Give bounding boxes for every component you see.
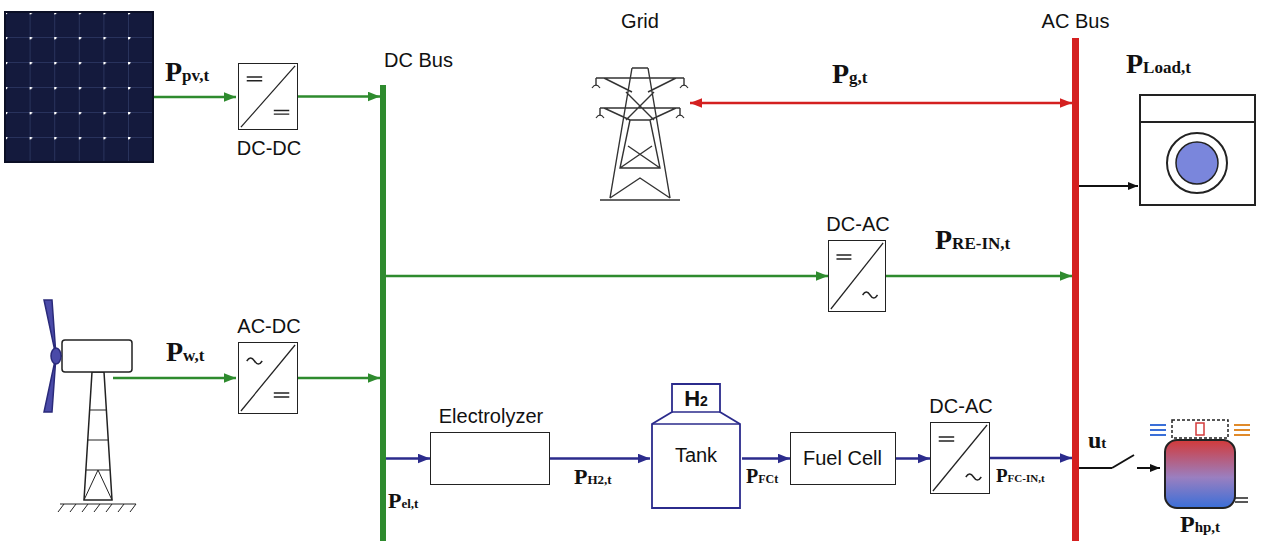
- power-flow-connector: [896, 457, 930, 460]
- hydrogen-tank: H2Tank: [650, 382, 742, 510]
- edge-label: PRE-IN,t: [935, 226, 1010, 254]
- power-flow-connector: [886, 275, 1072, 278]
- electrolyzer-box: Electrolyzer: [430, 432, 550, 485]
- node-label: Grid: [621, 10, 659, 32]
- node-label: DC-AC: [929, 395, 992, 417]
- power-flow-connector: [298, 377, 380, 380]
- edge-label: Pg,t: [832, 60, 868, 88]
- edge-label: PFC-IN,t: [996, 466, 1045, 485]
- power-label: ut: [1088, 428, 1106, 452]
- ac-dc-converter: AC-DC: [238, 342, 298, 414]
- power-label: Ppv,t: [165, 58, 209, 86]
- converter-symbol: [829, 241, 885, 311]
- power-flow-connector: [742, 457, 790, 460]
- converter-symbol: [239, 343, 297, 413]
- edge-label: Pel,t: [388, 490, 418, 512]
- node-label: AC Bus: [1042, 10, 1110, 32]
- wind-wire: [113, 377, 236, 380]
- dc-ac-inverter: DC-AC: [930, 422, 990, 494]
- node-label: AC-DC: [237, 315, 300, 337]
- dc-dc-converter: DC-DC: [238, 63, 298, 130]
- switch: [1079, 455, 1160, 468]
- converter-symbol: [239, 64, 297, 129]
- power-label: PLoad,t: [1126, 50, 1191, 78]
- node-label: DC Bus: [384, 49, 453, 71]
- load-wire: [1079, 185, 1138, 187]
- power-flow-connector: [386, 457, 430, 460]
- power-flow-connector: [690, 102, 1072, 105]
- node-label: Tank: [675, 444, 717, 466]
- ac-bus: AC Bus: [1072, 38, 1079, 541]
- pv-wire: [154, 96, 236, 99]
- power-label: Php,t: [1180, 512, 1220, 536]
- fuel-cell-box: Fuel Cell: [790, 432, 896, 485]
- wind-turbine: [44, 300, 136, 512]
- node-label: DC-DC: [237, 137, 301, 159]
- node-label: Fuel Cell: [803, 447, 882, 469]
- power-flow-connector: [386, 275, 828, 278]
- power-flow-connector: [298, 95, 380, 98]
- dc-bus: DC Bus: [380, 85, 386, 541]
- power-flow-connector: [990, 457, 1072, 460]
- converter-symbol: [931, 423, 989, 493]
- power-label: Pw,t: [166, 338, 204, 366]
- edge-label: PFCt: [746, 466, 778, 486]
- dc-ac-inverter: DC-AC: [828, 240, 886, 312]
- grid-tower: Grid: [590, 38, 690, 203]
- tower-drawing: [590, 38, 690, 203]
- node-label: Electrolyzer: [439, 405, 543, 427]
- heat-pump-tank: [1150, 420, 1250, 508]
- tank-heading: H2: [684, 388, 708, 410]
- edge-label: PH2,t: [574, 466, 612, 488]
- load-appliance: [1140, 95, 1255, 205]
- power-flow-connector: [550, 457, 650, 460]
- pv-panel: [5, 12, 153, 162]
- node-label: DC-AC: [826, 213, 889, 235]
